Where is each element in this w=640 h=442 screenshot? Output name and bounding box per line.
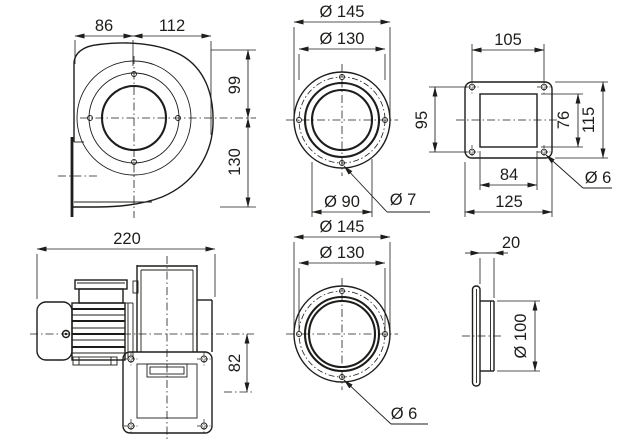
dim-86-label: 86 — [95, 17, 113, 35]
view-outlet-flange-front: 105 95 76 115 84 125 Ø 6 — [413, 31, 612, 217]
dim-82-label: 82 — [226, 354, 244, 372]
dim-95-label: 95 — [413, 111, 431, 129]
dim-d145-label: Ø 145 — [320, 3, 365, 21]
terminal-box-lid — [74, 279, 128, 290]
dim-76-label: 76 — [555, 111, 573, 129]
dim-125-label: 125 — [495, 193, 523, 211]
motor-end-cap — [36, 301, 73, 361]
dim-d130-label: Ø 130 — [320, 30, 365, 48]
outlet-flange-outline — [122, 351, 213, 434]
opening-circle — [310, 88, 374, 152]
flange-bolt-holes — [124, 352, 211, 433]
scroll-housing-outline — [72, 42, 214, 208]
view-assembly-side: 220 82 — [30, 230, 254, 440]
leader-line-d6 — [545, 154, 584, 189]
dim-20-label: 20 — [502, 234, 520, 252]
leader-line-d6 — [343, 379, 392, 425]
dim-115-label: 115 — [580, 107, 598, 133]
dim-d145-label: Ø 145 — [320, 218, 365, 236]
dim-d130-label: Ø 130 — [320, 244, 365, 262]
dim-112-label: 112 — [159, 17, 185, 35]
dim-99-label: 99 — [226, 76, 244, 94]
view-inlet-spigot-side: 20 Ø 100 — [462, 234, 540, 387]
view-inlet-flange-back: Ø 145 Ø 130 Ø 6 — [286, 218, 428, 425]
outlet-opening — [479, 93, 538, 148]
motor-cooling-fins — [72, 307, 125, 354]
motor-body — [71, 302, 126, 361]
leader-line-d7 — [343, 165, 388, 213]
dim-d100-label: Ø 100 — [512, 314, 530, 359]
dim-d6-label: Ø 6 — [391, 405, 418, 423]
dim-105-label: 105 — [494, 31, 522, 49]
dim-84-label: 84 — [500, 166, 518, 184]
motor-foot — [72, 356, 118, 366]
dim-d6-label: Ø 6 — [585, 169, 612, 187]
terminal-box — [78, 288, 124, 304]
dim-d90-label: Ø 90 — [324, 193, 360, 211]
dim-130-label: 130 — [226, 148, 244, 176]
view-inlet-flange-front: Ø 145 Ø 130 Ø 90 Ø 7 — [286, 3, 430, 217]
dim-d7-label: Ø 7 — [390, 191, 417, 209]
view-housing-side: 86 112 99 130 — [58, 17, 256, 218]
mount-tab — [132, 280, 139, 294]
dim-220-label: 220 — [113, 230, 141, 248]
bolt-circle — [298, 290, 386, 378]
